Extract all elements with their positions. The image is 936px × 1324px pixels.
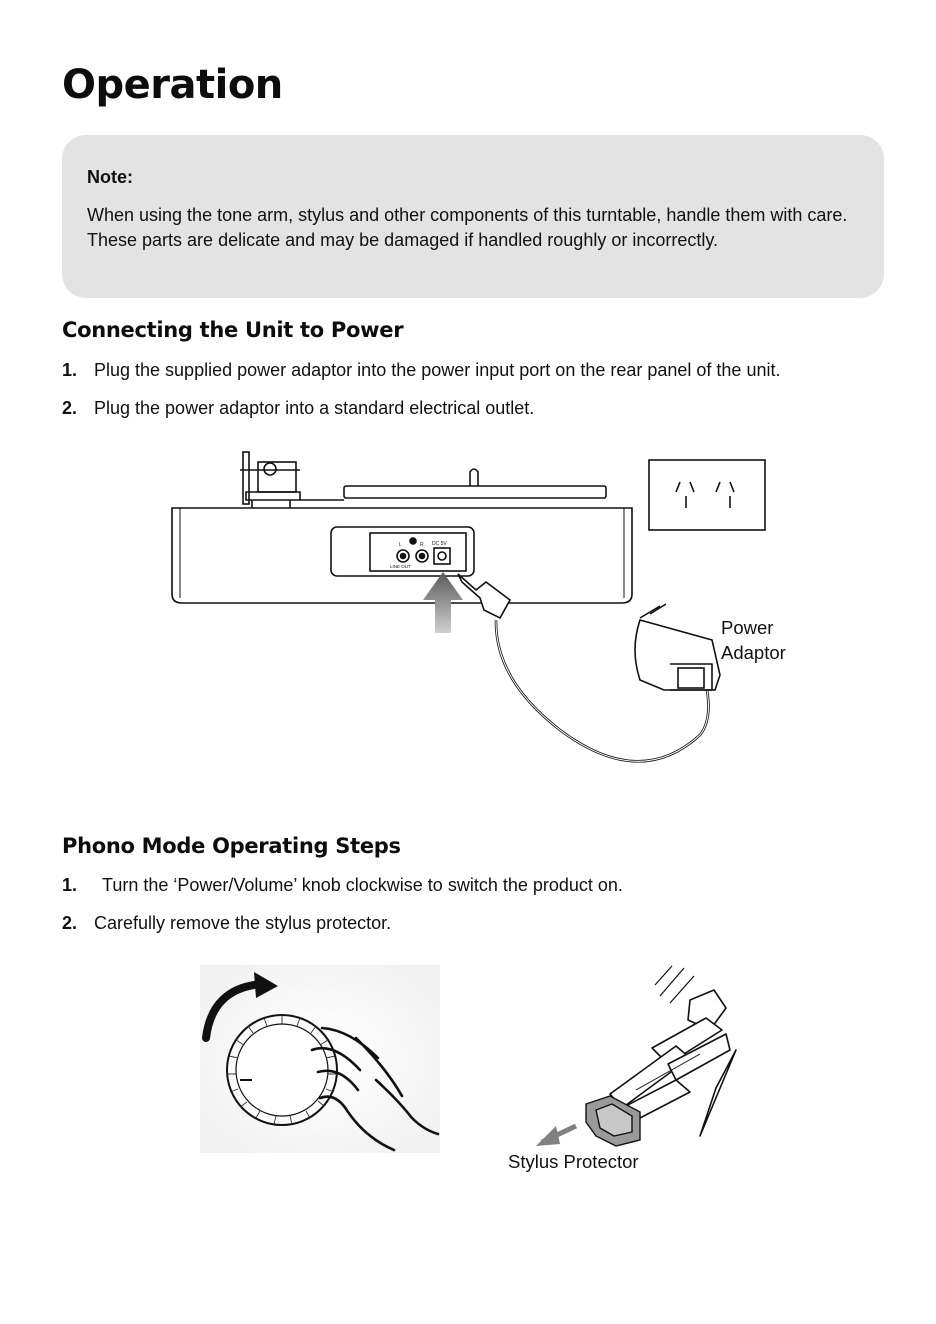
line-out-l-port xyxy=(396,549,410,563)
port-label-l: L xyxy=(399,542,402,548)
wall-outlet-icon xyxy=(648,459,766,531)
section-heading-power: Connecting the Unit to Power xyxy=(62,318,404,342)
insert-arrow-icon xyxy=(423,572,463,633)
line-out-r-port xyxy=(415,549,429,563)
power-adaptor-icon xyxy=(634,603,721,691)
port-label-dc: DC 5V xyxy=(432,541,447,547)
stylus-protector-icon xyxy=(585,1095,641,1147)
hand-icon xyxy=(310,1026,440,1152)
step-text: Plug the power adaptor into a standard e… xyxy=(94,398,535,418)
note-body: When using the tone arm, stylus and othe… xyxy=(87,205,848,250)
step-text: Turn the ‘Power/Volume’ knob clockwise t… xyxy=(102,875,623,895)
cartridge-icon xyxy=(609,989,737,1137)
note-heading: Note: xyxy=(87,167,133,187)
rear-panel xyxy=(330,526,475,577)
dc-input-port xyxy=(433,547,451,565)
platter-icon xyxy=(343,485,607,499)
port-label-r: R xyxy=(420,542,424,548)
adaptor-label: Power Adaptor xyxy=(721,616,786,665)
phono-step-2: 2. Carefully remove the stylus protector. xyxy=(62,913,391,934)
power-step-1: 1. Plug the supplied power adaptor into t… xyxy=(62,360,780,381)
step-number: 1. xyxy=(62,360,78,380)
adaptor-label-line2: Adaptor xyxy=(721,641,786,663)
step-text: Carefully remove the stylus protector. xyxy=(94,913,392,933)
note-box: Note: When using the tone arm, stylus an… xyxy=(62,135,884,298)
step-number: 1. xyxy=(62,875,78,895)
turntable-base xyxy=(171,507,633,604)
phono-step-1: 1. Turn the ‘Power/Volume’ knob clockwise… xyxy=(62,875,623,896)
clockwise-arrow-icon xyxy=(202,980,266,1042)
step-number: 2. xyxy=(62,398,78,418)
port-label-lineout: LINE OUT xyxy=(390,564,411,569)
step-text: Plug the supplied power adaptor into the… xyxy=(94,360,781,380)
adaptor-label-line1: Power xyxy=(721,617,774,638)
stylus-protector-label: Stylus Protector xyxy=(508,1151,639,1172)
page-title: Operation xyxy=(62,62,283,108)
knob-icon xyxy=(226,1014,338,1126)
power-step-2: 2. Plug the power adaptor into a standard… xyxy=(62,398,534,419)
step-number: 2. xyxy=(62,913,78,933)
section-heading-phono: Phono Mode Operating Steps xyxy=(62,834,401,858)
dc-plug-icon xyxy=(457,573,512,620)
